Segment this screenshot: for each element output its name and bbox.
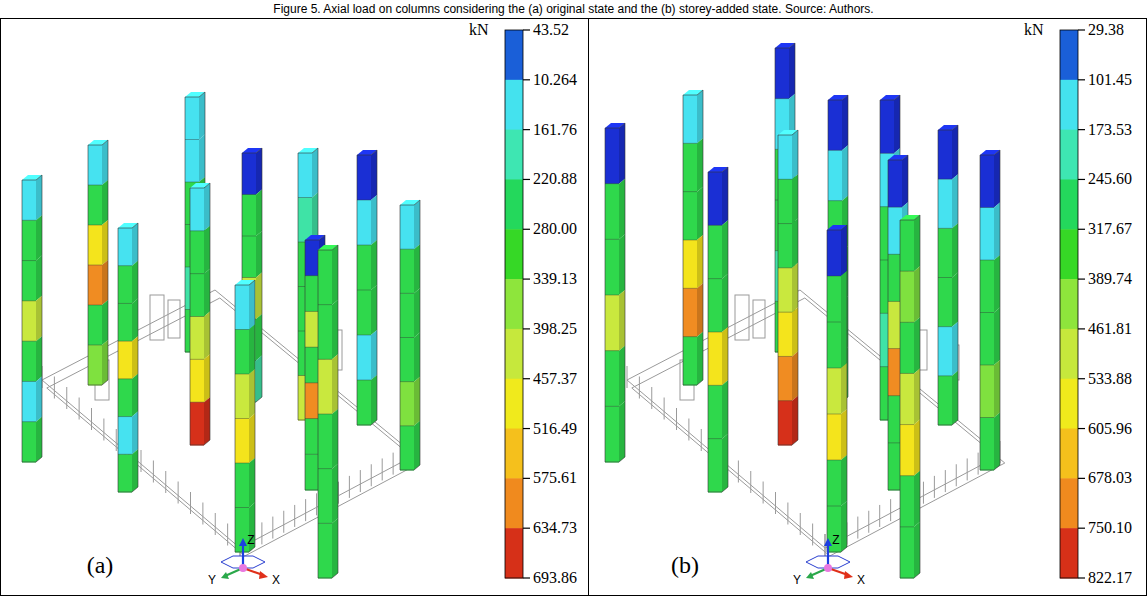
column bbox=[118, 223, 138, 493]
column bbox=[683, 90, 703, 386]
column bbox=[298, 148, 318, 421]
axis-label: X bbox=[272, 574, 280, 586]
scale-value: 750.10 bbox=[1088, 520, 1132, 536]
column bbox=[938, 125, 958, 426]
scale-value: 173.53 bbox=[1088, 122, 1132, 138]
color-scale-bar bbox=[505, 30, 530, 579]
scale-value: 101.45 bbox=[1088, 72, 1132, 88]
figure-title: Figure 5. Axial load on columns consider… bbox=[0, 3, 1147, 15]
scale-value: 634.73 bbox=[533, 520, 577, 536]
column bbox=[827, 225, 847, 553]
axis-label: Z bbox=[247, 534, 254, 546]
scale-value: 339.13 bbox=[533, 271, 577, 287]
scale-value: 461.81 bbox=[1088, 321, 1132, 337]
scale-value: 245.60 bbox=[1088, 171, 1132, 187]
scale-value: 280.00 bbox=[533, 221, 577, 237]
structure-model bbox=[22, 92, 420, 579]
scale-value: 389.74 bbox=[1088, 271, 1132, 287]
column bbox=[190, 183, 210, 446]
axis-triad bbox=[221, 538, 268, 579]
column bbox=[22, 175, 42, 463]
axis-label: Z bbox=[832, 534, 839, 546]
scale-value: 457.37 bbox=[533, 371, 577, 387]
panel-label: (b) bbox=[671, 553, 699, 577]
scale-value: 10.264 bbox=[533, 72, 577, 88]
column bbox=[357, 150, 377, 426]
column bbox=[88, 140, 108, 386]
column bbox=[828, 95, 848, 403]
scale-value: 43.52 bbox=[533, 22, 569, 38]
scale-value: 575.61 bbox=[533, 470, 577, 486]
column bbox=[708, 167, 728, 493]
color-scale-bar bbox=[1060, 30, 1085, 579]
column bbox=[185, 92, 205, 353]
axis-label: Y bbox=[793, 574, 801, 586]
column bbox=[318, 245, 338, 579]
scale-value: 533.88 bbox=[1088, 371, 1132, 387]
axis-triad bbox=[806, 538, 853, 579]
panel-label: (a) bbox=[87, 553, 114, 577]
scale-value: 605.96 bbox=[1088, 421, 1132, 437]
foundation-wireframe bbox=[42, 290, 420, 556]
scale-value: 822.17 bbox=[1088, 570, 1132, 586]
scale-value: 678.03 bbox=[1088, 470, 1132, 486]
column bbox=[605, 123, 625, 463]
axis-label: X bbox=[857, 574, 865, 586]
column bbox=[980, 150, 1000, 471]
scale-value: 317.67 bbox=[1088, 221, 1132, 237]
figure-frame bbox=[1, 19, 1147, 596]
scale-value: 220.88 bbox=[533, 171, 577, 187]
axis-label: Y bbox=[208, 574, 216, 586]
column bbox=[900, 215, 920, 579]
scale-value: 516.49 bbox=[533, 421, 577, 437]
unit-label: kN bbox=[469, 22, 489, 38]
panel-separator bbox=[588, 18, 589, 596]
column bbox=[778, 130, 798, 446]
column bbox=[235, 280, 255, 553]
scale-value: 398.25 bbox=[533, 321, 577, 337]
scale-value: 29.38 bbox=[1088, 22, 1124, 38]
unit-label: kN bbox=[1024, 22, 1044, 38]
structure-model bbox=[605, 43, 1005, 579]
scale-value: 161.76 bbox=[533, 122, 577, 138]
column bbox=[400, 200, 420, 471]
scale-value: 693.86 bbox=[533, 570, 577, 586]
